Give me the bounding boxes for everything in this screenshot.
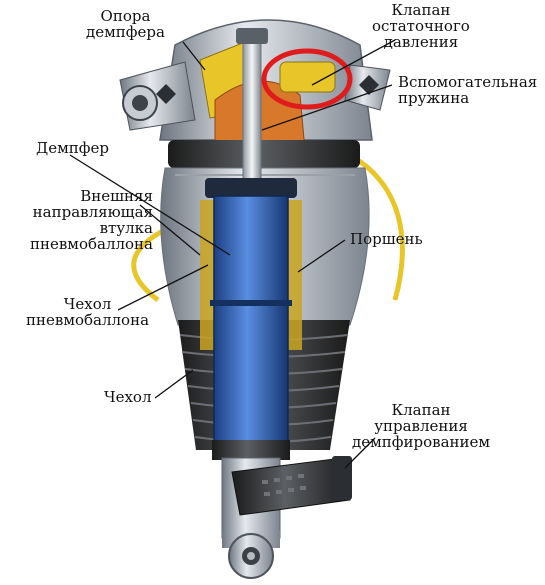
label-outer-guide-sleeve: Внешняя направляющая втулка пневмобаллон… xyxy=(29,187,153,253)
bottom-mount-eye xyxy=(222,530,280,579)
label-aux-spring: Вспомогательная пружина xyxy=(398,73,538,107)
damper-lower-collar xyxy=(212,440,290,460)
label-dust-cover: Чехол xyxy=(104,388,152,406)
label-damper: Демпфер xyxy=(36,139,109,157)
outer-guide-sleeve-right xyxy=(288,200,302,350)
label-damping-control-valve: Клапан управления демпфированием xyxy=(352,401,491,451)
outer-guide-sleeve-left xyxy=(200,200,214,350)
upper-band xyxy=(168,140,360,168)
piston-rod xyxy=(242,39,262,191)
label-piston: Поршень xyxy=(350,230,423,248)
rod-nut xyxy=(236,28,268,44)
mount-ear-left xyxy=(119,61,196,131)
damper-top-cap xyxy=(205,178,297,198)
label-residual-pressure-valve: Клапан остаточного давления xyxy=(372,1,470,51)
label-bellows-cover: Чехол пневмобаллона xyxy=(26,295,150,329)
highlight-ring xyxy=(261,48,353,110)
damping-control-valve xyxy=(231,456,352,516)
label-damper-mount: Опора демпфера xyxy=(86,7,165,41)
damper-tube xyxy=(213,195,289,447)
leader-lines xyxy=(69,39,396,469)
residual-valve-body xyxy=(279,61,336,93)
